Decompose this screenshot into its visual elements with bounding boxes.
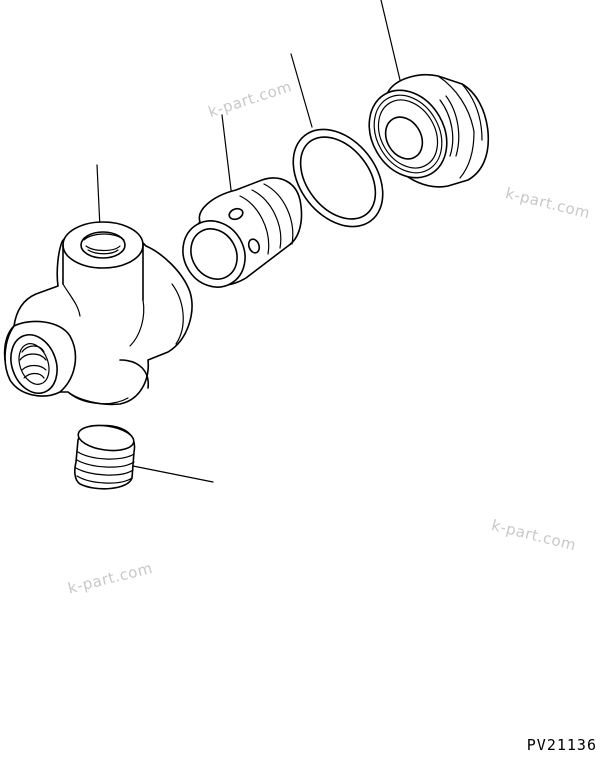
leader-line-plug	[132, 465, 214, 483]
drawing-code: PV21136	[526, 736, 597, 754]
tee-body	[3, 221, 193, 406]
gasket-ring	[292, 128, 384, 228]
leader-line-nut	[380, 0, 401, 81]
plug	[74, 424, 136, 490]
sleeve	[182, 177, 303, 288]
leader-line-sleeve	[221, 114, 233, 199]
leader-line-body	[96, 164, 101, 229]
nut-cap	[368, 74, 490, 188]
leader-line-gasket	[290, 53, 313, 128]
leader-lines	[96, 0, 401, 483]
